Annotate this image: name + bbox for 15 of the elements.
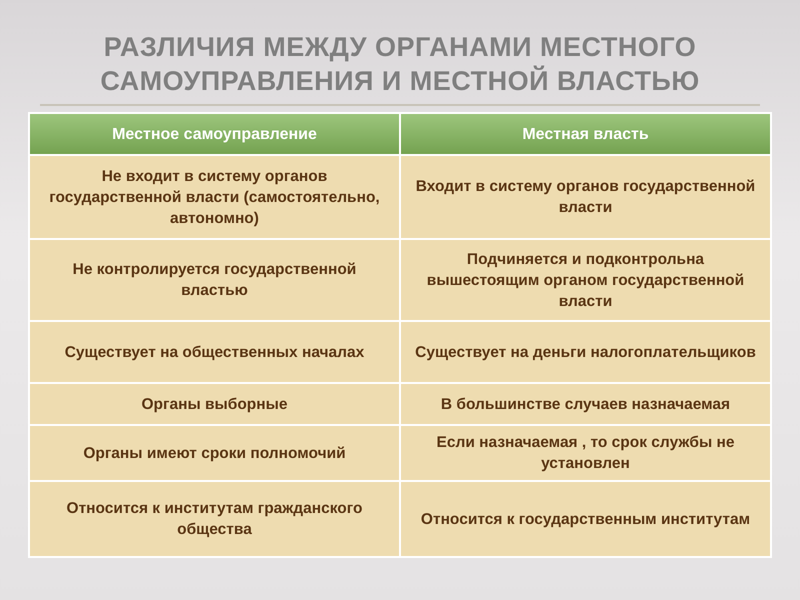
header-cell: Местная власть [400, 113, 771, 155]
header-cell: Местное самоуправление [29, 113, 400, 155]
table-cell: Относится к государственным институтам [400, 481, 771, 557]
slide-title: РАЗЛИЧИЯ МЕЖДУ ОРГАНАМИ МЕСТНОГО САМОУПРАВЛЕНИЯ И МЕСТНОЙ ВЛАСТЬЮ [99, 31, 701, 98]
table-cell: Подчиняется и подконтрольна вышестоящим органом государственной власти [400, 239, 771, 321]
table-cell: Органы выборные [29, 383, 400, 425]
table-cell: Входит в систему органов государственной власти [400, 155, 771, 239]
table-cell: Не контролируется государственной властью [29, 239, 400, 321]
table-cell: Если назначаемая , то срок службы не установлен [400, 425, 771, 481]
table-cell: Относится к институтам гражданского общества [29, 481, 400, 557]
table-cell: Существует на общественных началах [29, 321, 400, 383]
table-cell: В большинстве случаев назначаемая [400, 383, 771, 425]
table-cell: Органы имеют сроки полномочий [29, 425, 400, 481]
table-cell: Не входит в систему органов государственной власти (самостоятельно, автономно) [29, 155, 400, 239]
table-cell: Существует на деньги налогоплательщиков [400, 321, 771, 383]
